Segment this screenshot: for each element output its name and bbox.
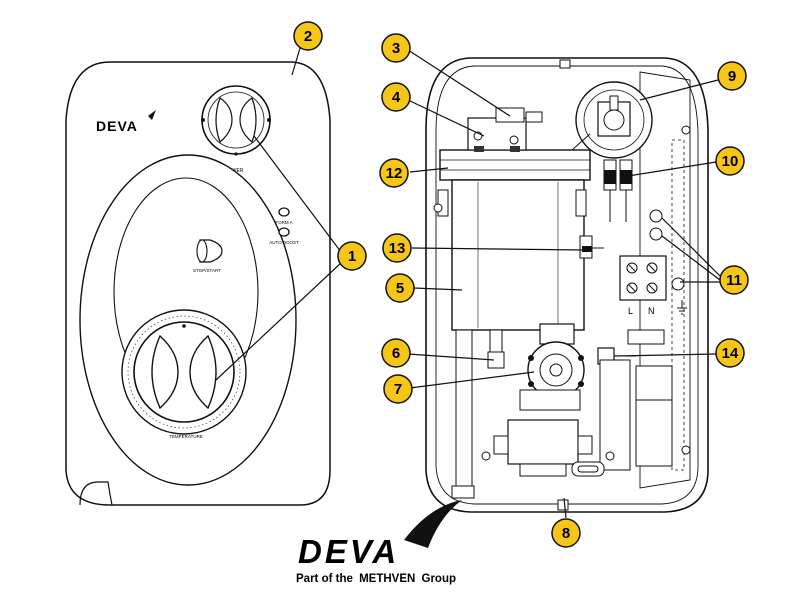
callout-6: 6 bbox=[381, 338, 411, 368]
callout-13: 13 bbox=[382, 233, 412, 263]
thermal-cutout bbox=[579, 235, 604, 259]
cable-grommets bbox=[649, 209, 663, 241]
callout-10: 10 bbox=[715, 146, 745, 176]
callout-7: 7 bbox=[383, 374, 413, 404]
fixing-screw bbox=[433, 203, 443, 213]
callout-5: 5 bbox=[385, 273, 415, 303]
brand-swoosh-icon bbox=[404, 500, 462, 548]
earth-symbol-icon bbox=[677, 300, 687, 315]
svg-text:3: 3 bbox=[392, 40, 400, 57]
svg-text:8: 8 bbox=[562, 525, 570, 542]
callout-1: 1 bbox=[337, 241, 367, 271]
temperature-label: TEMPERATURE bbox=[169, 434, 203, 439]
brand-logo: DEVA bbox=[298, 533, 399, 570]
callout-12: 12 bbox=[379, 158, 409, 188]
callout-2: 2 bbox=[293, 21, 323, 51]
callout-14: 14 bbox=[715, 338, 745, 368]
fixing-screw bbox=[681, 125, 691, 135]
svg-text:4: 4 bbox=[392, 89, 401, 106]
stop-start-button[interactable] bbox=[196, 239, 223, 263]
callout-3: 3 bbox=[381, 33, 411, 63]
svg-text:13: 13 bbox=[389, 240, 406, 257]
front-unit: DEVA POWER STOP/START FORM A bbox=[65, 61, 331, 506]
callout-9: 9 bbox=[717, 61, 747, 91]
svg-text:9: 9 bbox=[728, 68, 736, 85]
callout-4: 4 bbox=[381, 82, 411, 112]
svg-text:14: 14 bbox=[722, 345, 739, 362]
auto-boost-label: AUTO BOOST bbox=[269, 240, 299, 245]
svg-text:2: 2 bbox=[304, 28, 312, 45]
cable-clamp bbox=[627, 329, 665, 345]
stop-start-label: STOP/START bbox=[193, 268, 221, 273]
terminal-block bbox=[619, 255, 685, 301]
form-a-indicator bbox=[278, 207, 290, 217]
tagline-brand: METHVEN bbox=[359, 573, 415, 585]
heater-tank bbox=[437, 149, 591, 331]
auto-boost-indicator bbox=[278, 227, 290, 237]
callout-11: 11 bbox=[719, 265, 749, 295]
brand-block: DEVA Part of the METHVEN Group bbox=[296, 500, 462, 585]
brand-tagline: Part of the METHVEN Group bbox=[296, 573, 456, 585]
fixing-screw bbox=[681, 445, 691, 455]
terminal-label-l: L bbox=[628, 306, 633, 316]
svg-text:10: 10 bbox=[722, 153, 739, 170]
inside-unit: L N bbox=[425, 57, 709, 513]
callouts: 1 2 3 4 5 6 7 8 bbox=[293, 21, 749, 548]
svg-text:7: 7 bbox=[394, 381, 402, 398]
svg-text:5: 5 bbox=[396, 280, 404, 297]
power-switch bbox=[571, 81, 653, 159]
svg-text:1: 1 bbox=[348, 248, 356, 265]
temperature-dial[interactable] bbox=[121, 309, 247, 435]
tagline-prefix: Part of the bbox=[296, 573, 353, 585]
form-a-label: FORM A bbox=[275, 220, 292, 225]
leader-lines bbox=[215, 37, 721, 519]
svg-text:6: 6 bbox=[392, 345, 400, 362]
front-unit-logo: DEVA bbox=[96, 118, 138, 134]
callout-8: 8 bbox=[551, 518, 581, 548]
power-dial[interactable] bbox=[201, 85, 271, 156]
switch-terminals bbox=[603, 159, 633, 222]
inlet-pipework bbox=[451, 329, 673, 499]
terminal-label-n: N bbox=[648, 306, 655, 316]
tagline-suffix: Group bbox=[422, 573, 457, 585]
svg-text:11: 11 bbox=[726, 272, 742, 289]
svg-text:12: 12 bbox=[386, 165, 403, 182]
